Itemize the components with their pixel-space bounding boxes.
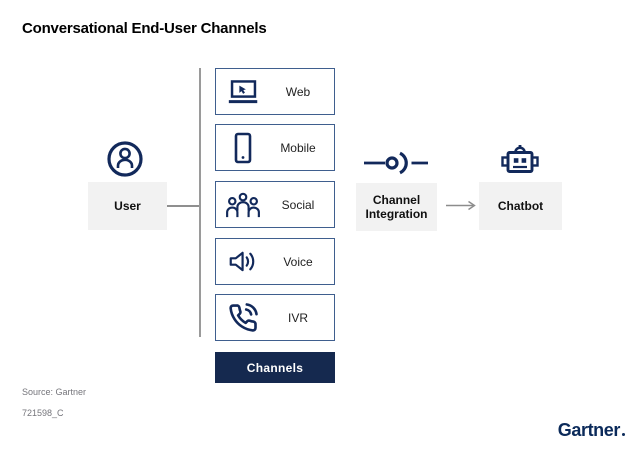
robot-icon [500, 144, 540, 179]
chatbot-label: Chatbot [497, 198, 544, 213]
phone-waves-icon [216, 302, 270, 333]
channels-connector-line [199, 68, 201, 337]
figure-title: Conversational End-User Channels [22, 20, 267, 37]
speaker-waves-icon [216, 248, 270, 275]
smartphone-icon [216, 132, 270, 164]
source-note: Source: Gartner [22, 387, 87, 397]
document-id: 721598_C [22, 408, 64, 418]
channel-box-mobile: Mobile [215, 124, 335, 171]
channels-group-label-text: Channels [246, 360, 304, 375]
channel-label: Web [285, 84, 311, 99]
channel-integration-node: Channel Integration [356, 183, 437, 231]
people-group-icon [216, 191, 270, 219]
laptop-cursor-icon [216, 79, 270, 105]
channels-group-label: Channels [215, 352, 335, 383]
user-node-label: User [114, 198, 141, 213]
user-connector-line [167, 205, 200, 207]
channel-label: Social [281, 197, 315, 212]
channel-box-voice: Voice [215, 238, 335, 285]
right-arrow-icon [446, 199, 476, 212]
channel-box-ivr: IVR [215, 294, 335, 341]
user-node: User [88, 182, 167, 230]
channel-label: IVR [287, 310, 308, 325]
gartner-logo: Gartner [558, 420, 625, 441]
integration-node-icon [364, 148, 428, 178]
channel-label: Voice [283, 254, 313, 269]
chatbot-node: Chatbot [479, 182, 562, 230]
channel-label: Mobile [280, 140, 316, 155]
user-circle-icon [106, 140, 144, 178]
channel-box-social: Social [215, 181, 335, 228]
channel-integration-label: Channel Integration [365, 192, 428, 221]
channel-box-web: Web [215, 68, 335, 115]
